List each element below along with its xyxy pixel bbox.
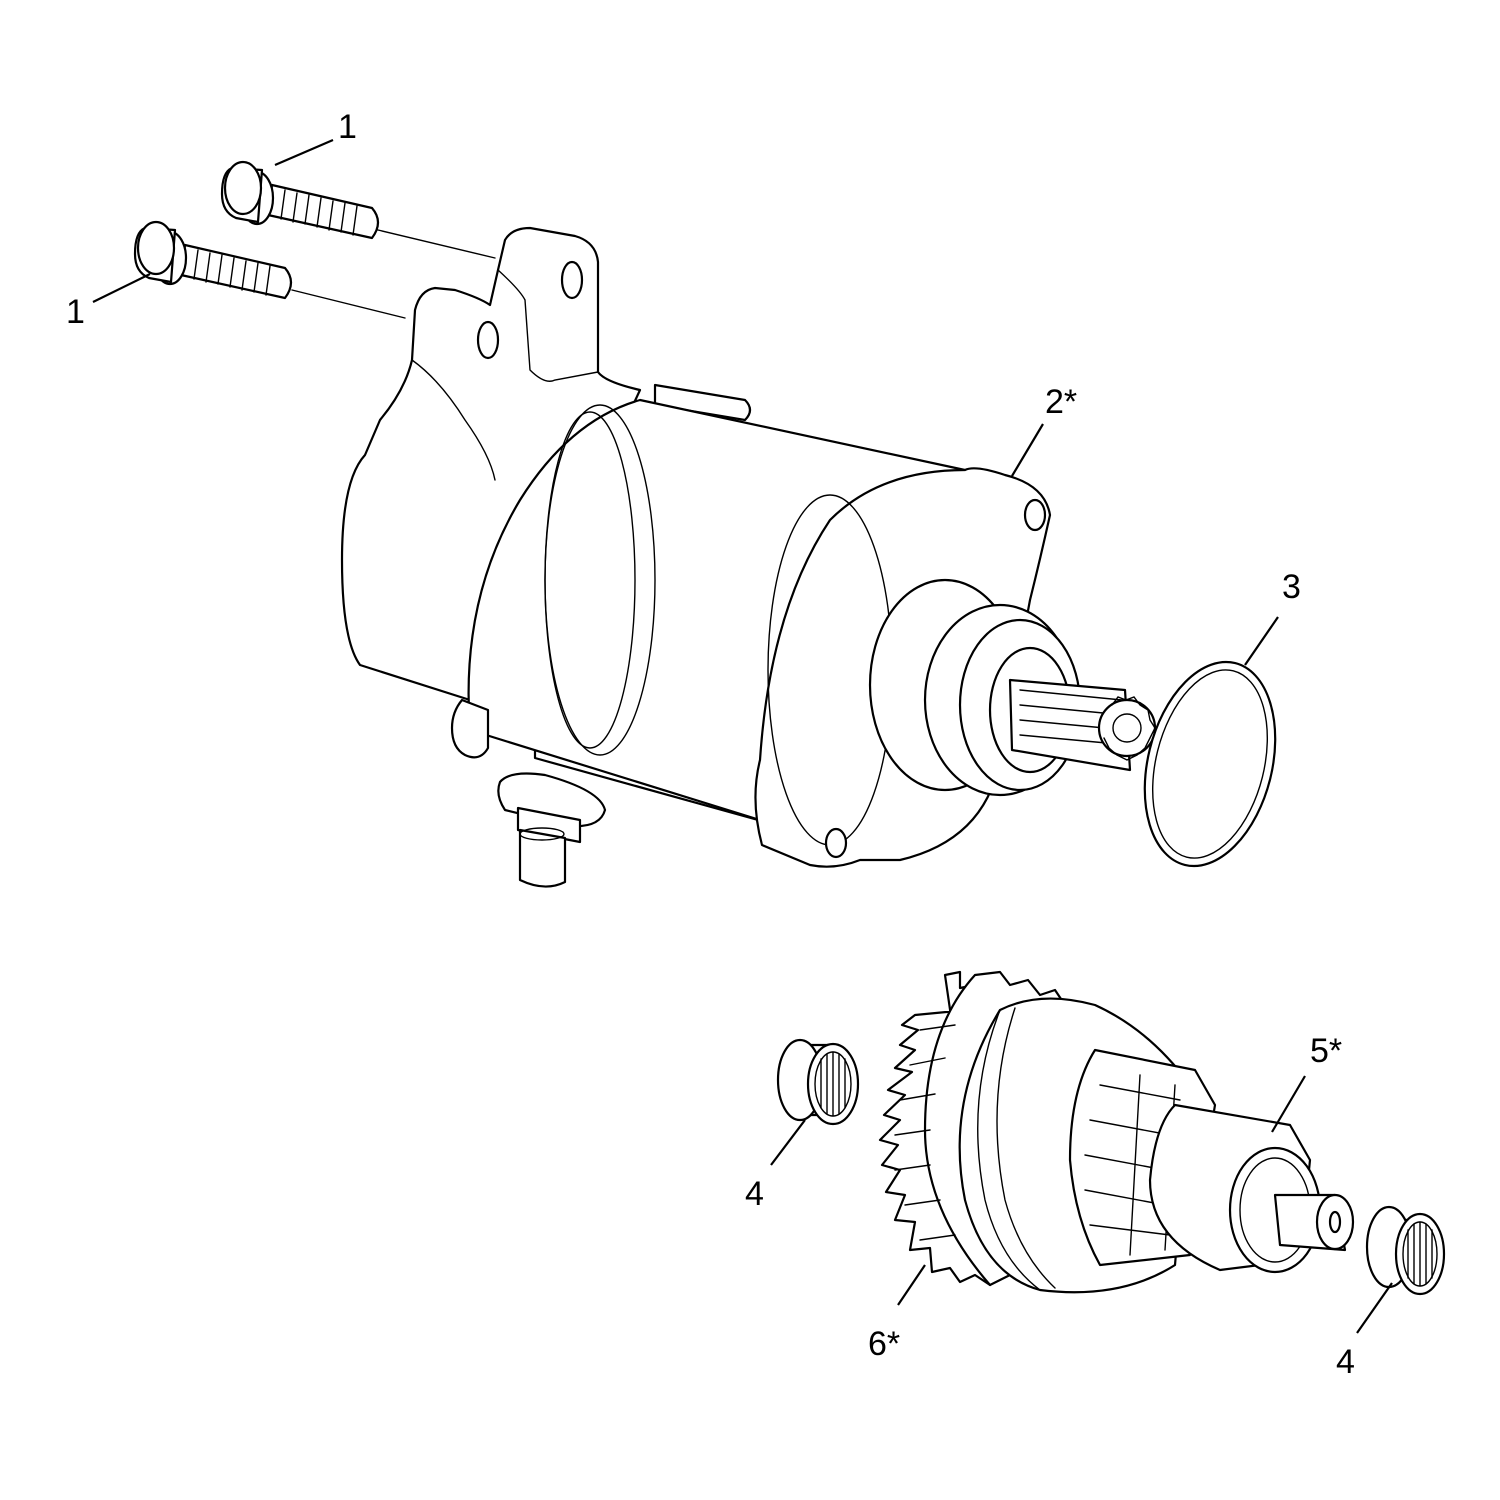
- leader-4b: [1356, 1282, 1393, 1334]
- leader-1b: [92, 273, 151, 303]
- needle-bearing-right: [1365, 1205, 1446, 1296]
- leader-1a: [274, 138, 334, 167]
- callout-label-5: 5*: [1310, 1032, 1342, 1070]
- callout-label-6: 6*: [868, 1325, 900, 1363]
- reduction-gear: [878, 970, 1355, 1294]
- callout-label-1-lower: 1: [66, 293, 85, 331]
- callout-label-4-right: 4: [1336, 1343, 1355, 1381]
- callout-label-2: 2*: [1045, 383, 1077, 421]
- leader-2: [1011, 423, 1044, 477]
- leader-3: [1244, 616, 1279, 666]
- callout-label-3: 3: [1282, 568, 1301, 606]
- leader-6: [897, 1264, 926, 1306]
- needle-bearing-left: [776, 1038, 860, 1126]
- starter-motor: [340, 226, 1157, 888]
- o-ring: [1143, 660, 1277, 868]
- callout-label-4-left: 4: [745, 1175, 764, 1213]
- bolt-upper: [220, 160, 496, 259]
- leader-5: [1271, 1075, 1306, 1133]
- callout-label-1-upper: 1: [338, 108, 357, 146]
- bolt-lower: [133, 220, 406, 319]
- leader-4a: [770, 1119, 806, 1166]
